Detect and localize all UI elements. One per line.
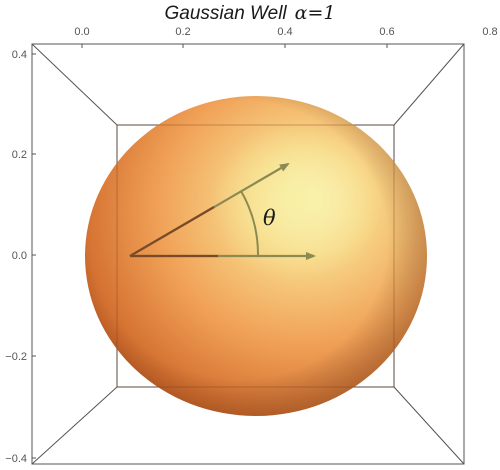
edge-top-right (393, 43, 465, 126)
perspective-edges (31, 43, 465, 465)
tilted-vector-base (129, 206, 215, 257)
top-tick-label: 0.6 (379, 26, 394, 38)
edge-bottom-left (31, 386, 118, 465)
angle-label: θ (263, 206, 276, 230)
top-tick-label: 0.4 (277, 26, 292, 38)
top-tick-label: 0.0 (74, 26, 89, 38)
outer-frame (31, 43, 465, 465)
plot-title: Gaussian Well α=1 (0, 2, 500, 25)
title-text: Gaussian Well (164, 3, 287, 24)
box-through-sphere (116, 124, 395, 388)
left-tick-label: 0.0 (12, 250, 27, 262)
vectors (129, 162, 316, 260)
edge-bottom-right (393, 386, 465, 465)
title-param: α=1 (294, 2, 336, 24)
top-axis (81, 44, 388, 48)
left-tick-label: −0.4 (5, 453, 27, 465)
left-tick-label: 0.2 (12, 149, 27, 161)
left-tick-label: 0.4 (12, 49, 27, 61)
top-tick-label: 0.8 (482, 26, 497, 38)
angle-arc (240, 190, 260, 257)
edge-top-left (31, 43, 118, 126)
left-axis (32, 53, 36, 459)
left-tick-label: −0.2 (5, 351, 27, 363)
top-tick-label: 0.2 (175, 26, 190, 38)
